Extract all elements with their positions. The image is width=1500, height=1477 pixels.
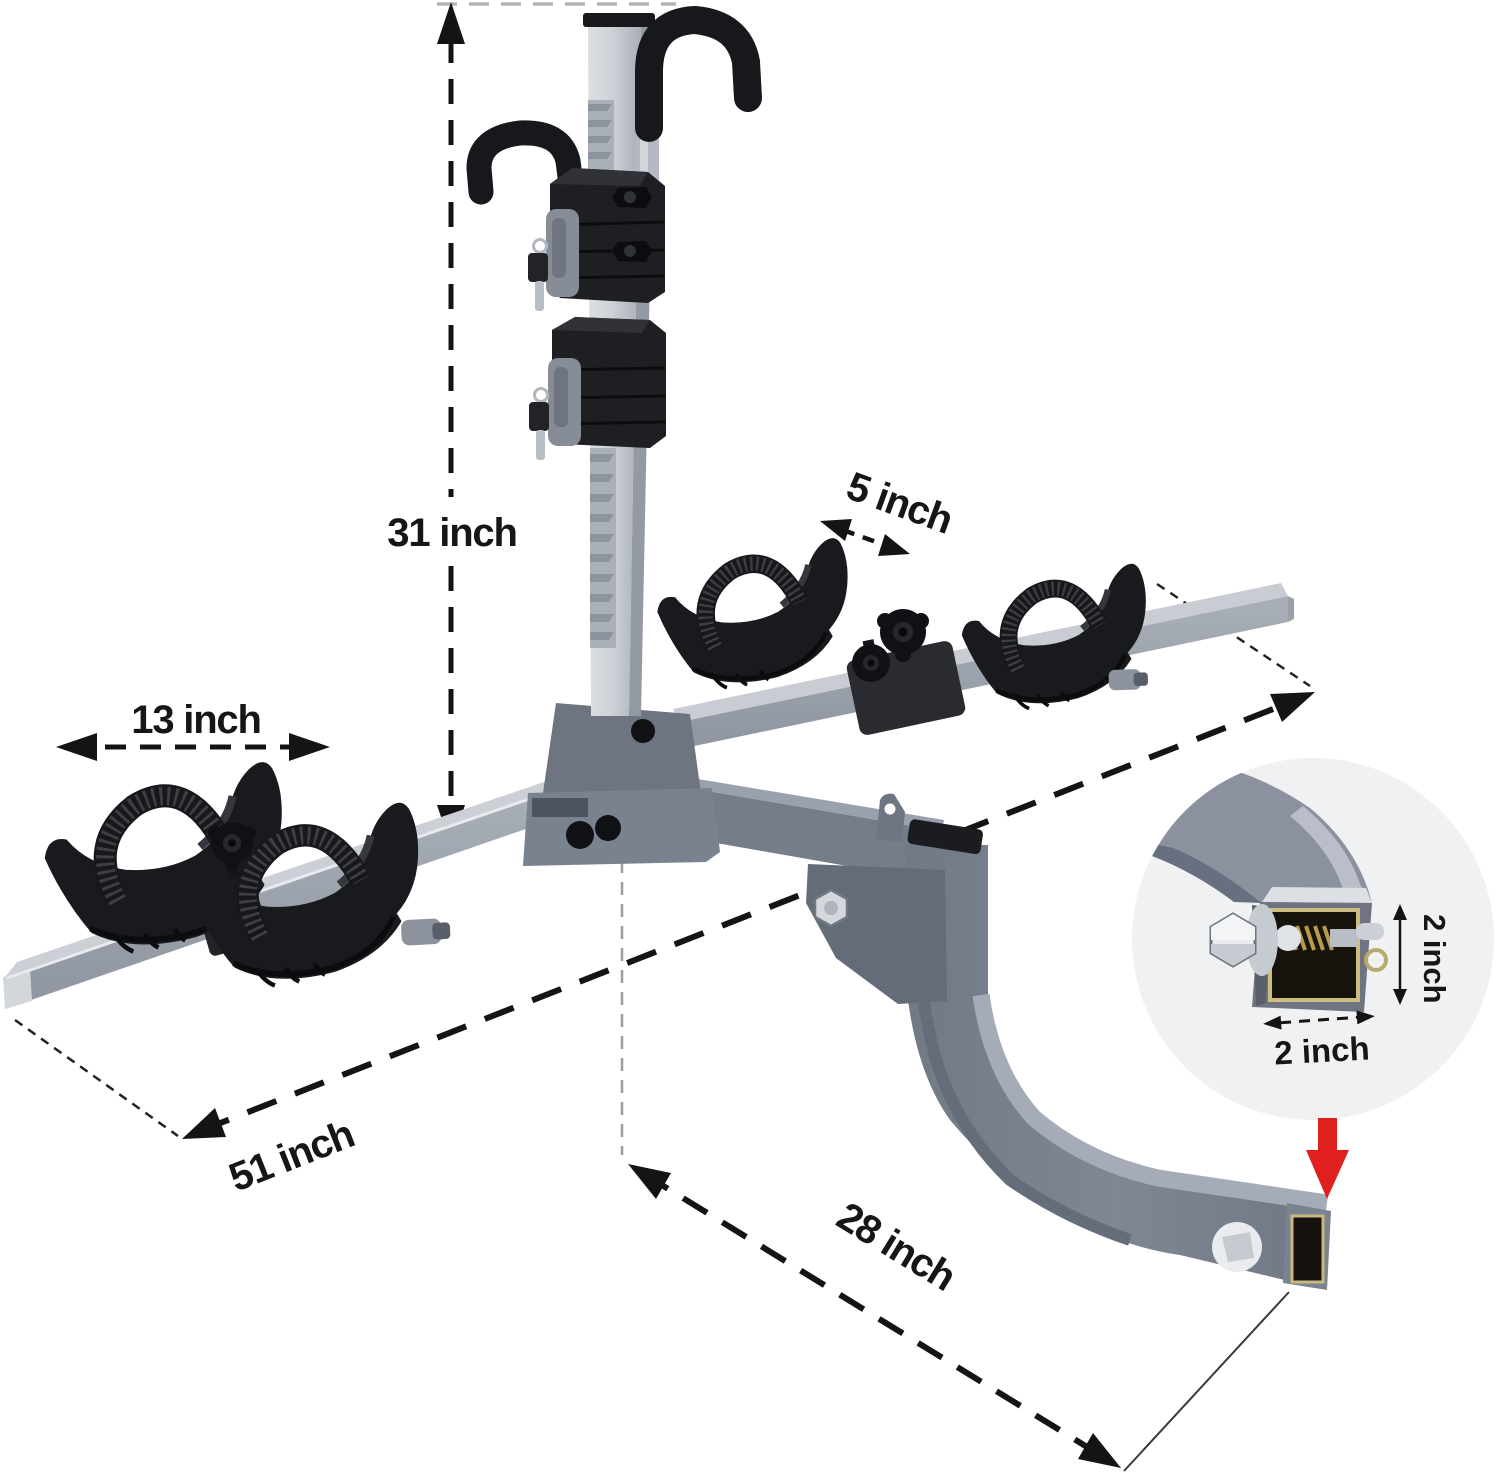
svg-text:5 inch: 5 inch bbox=[841, 464, 958, 542]
svg-text:2 inch: 2 inch bbox=[1273, 1030, 1370, 1072]
svg-text:51 inch: 51 inch bbox=[223, 1112, 360, 1200]
svg-text:31 inch: 31 inch bbox=[387, 511, 516, 555]
svg-text:28 inch: 28 inch bbox=[829, 1194, 962, 1299]
svg-text:13 inch: 13 inch bbox=[131, 698, 260, 742]
svg-text:2 inch: 2 inch bbox=[1417, 914, 1452, 1004]
